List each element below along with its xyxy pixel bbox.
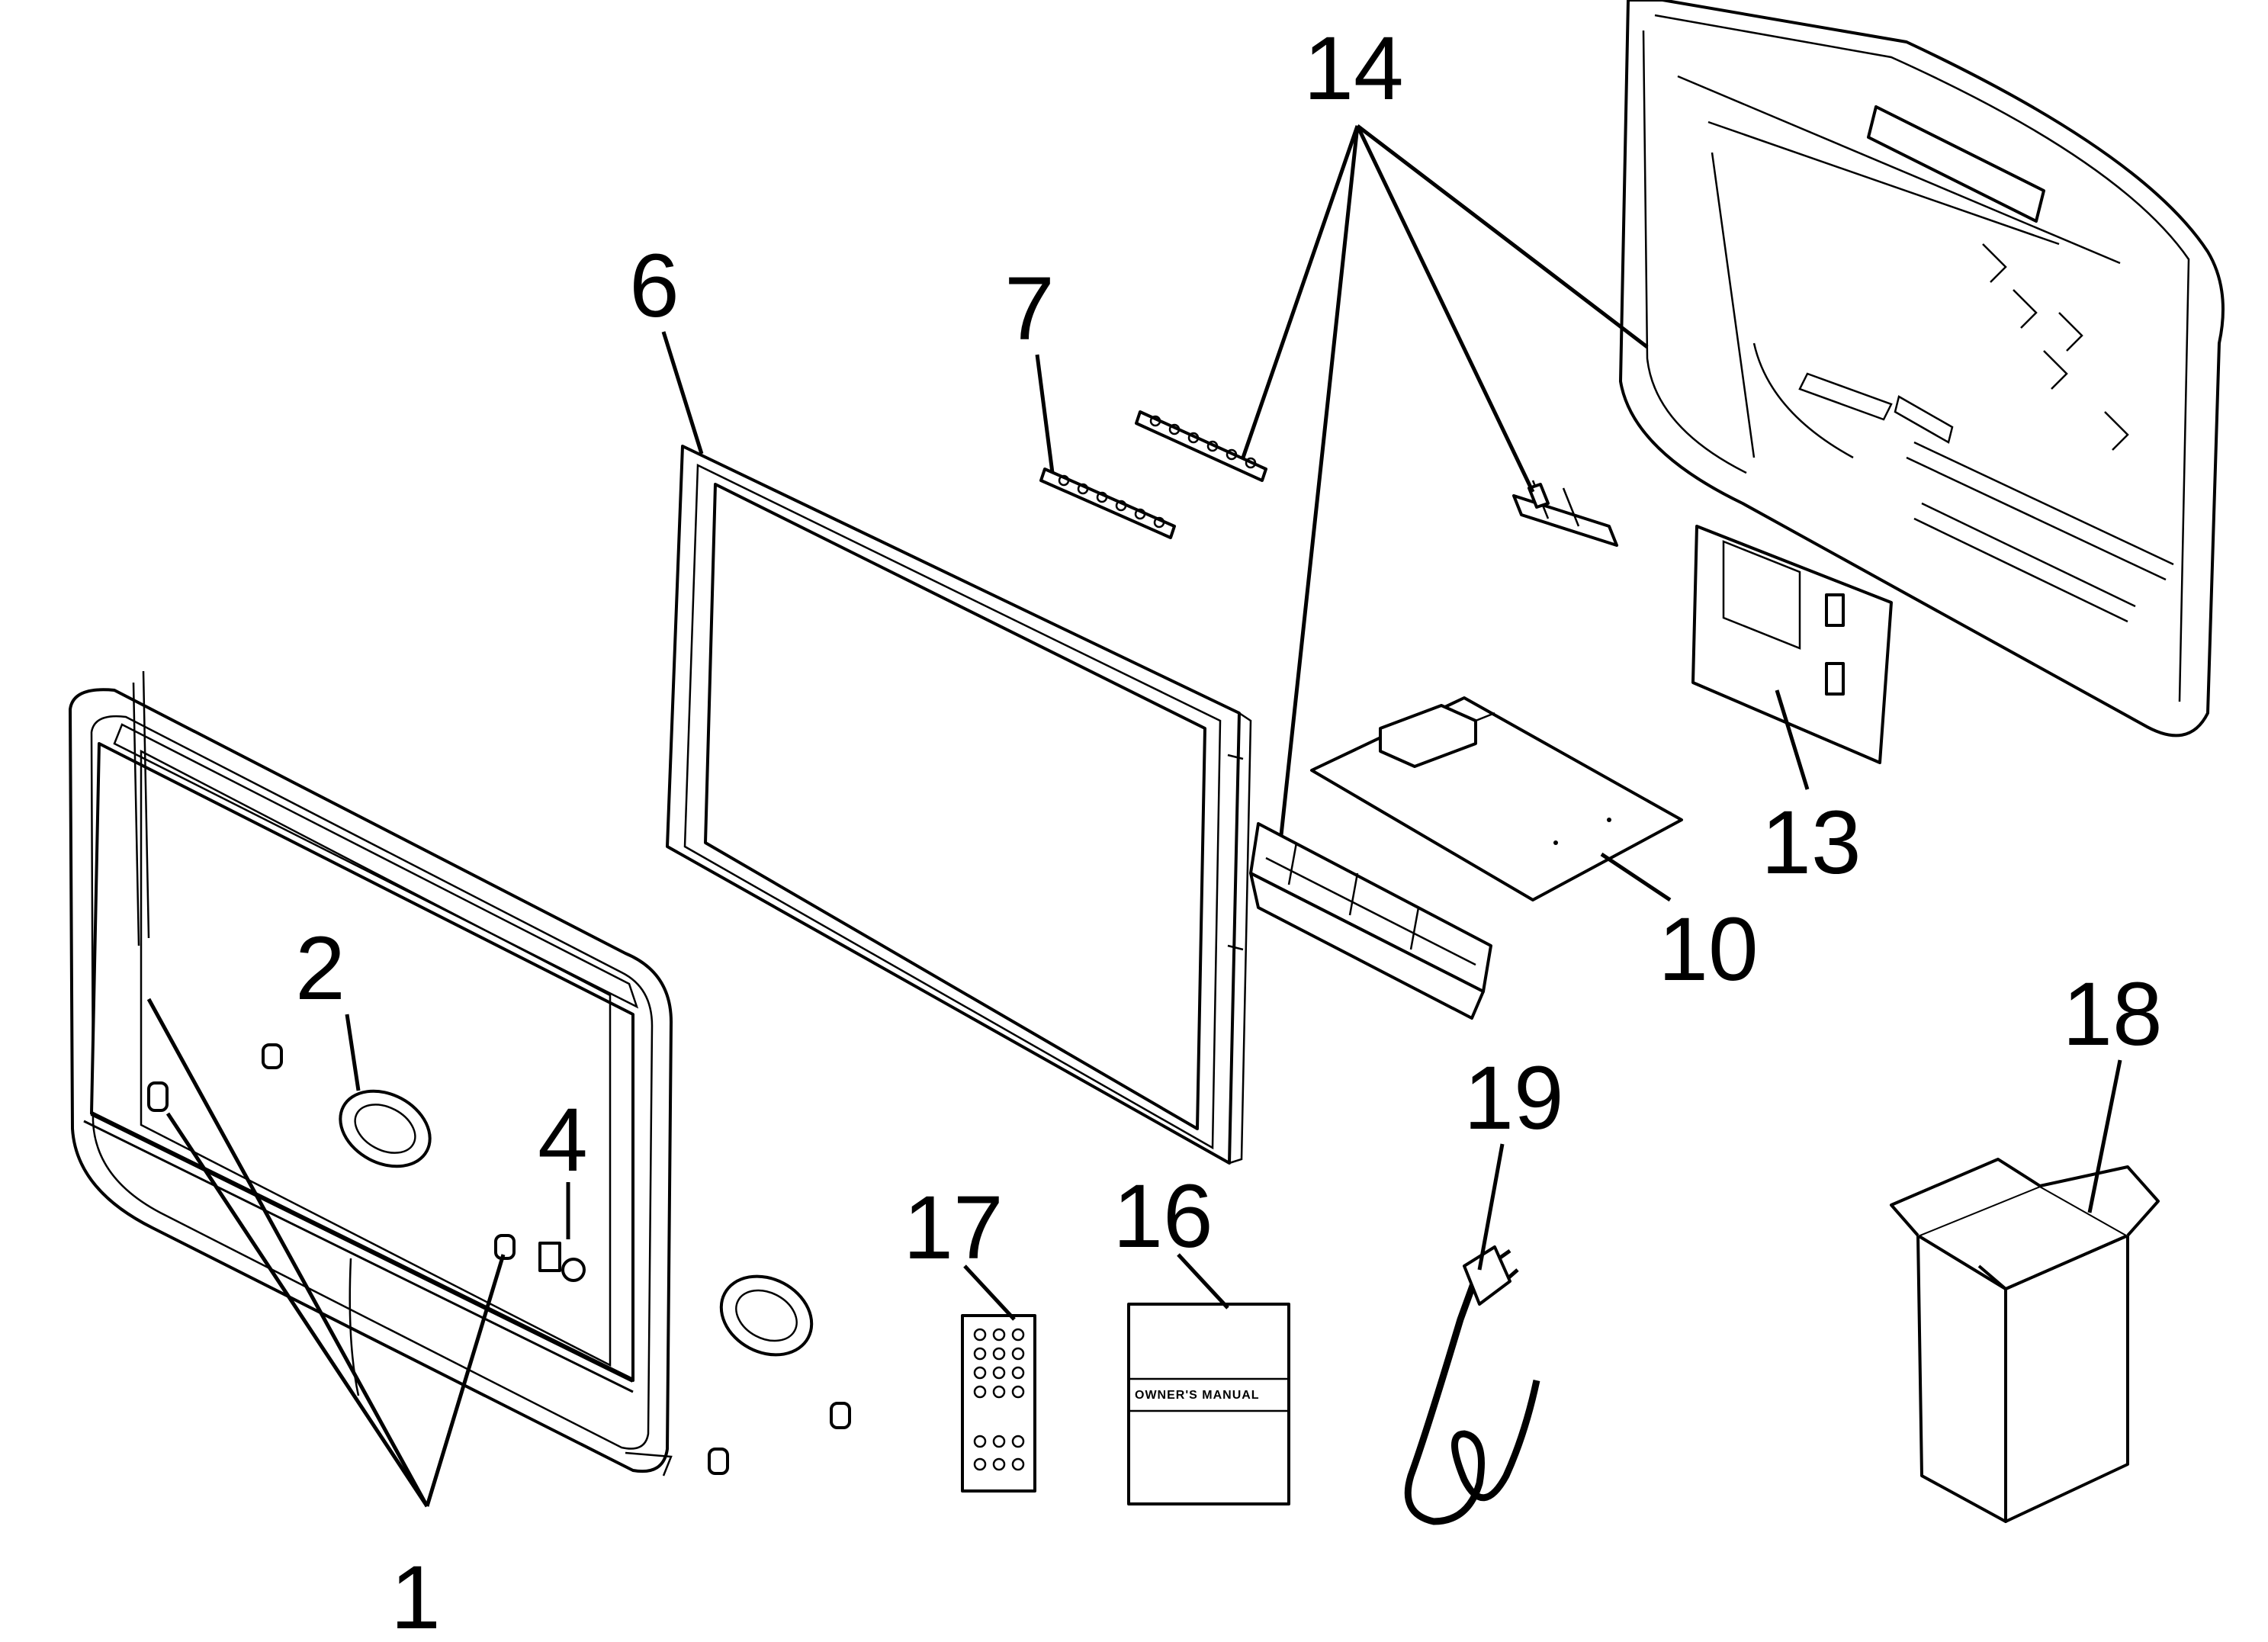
- label-18: 18: [2062, 964, 2162, 1065]
- speaker-2: [339, 1089, 432, 1168]
- label-10: 10: [1658, 899, 1758, 1000]
- bracket-part: [1512, 480, 1618, 547]
- main-board-10: [1310, 696, 1683, 901]
- label-2: 2: [295, 918, 345, 1019]
- label-17: 17: [903, 1178, 1003, 1278]
- front-bezel: [69, 670, 673, 1477]
- power-cord-19: [1404, 1245, 1540, 1525]
- label-7: 7: [1004, 259, 1055, 359]
- leader-lines: [146, 124, 2122, 1508]
- panel-frame: [1249, 822, 1492, 1020]
- label-13: 13: [1761, 792, 1861, 893]
- label-19: 19: [1463, 1048, 1563, 1149]
- label-6: 6: [629, 236, 679, 336]
- led-bar-14: [1135, 410, 1267, 482]
- lcd-panel: [666, 445, 1252, 1165]
- label-16: 16: [1113, 1166, 1213, 1267]
- label-1: 1: [390, 1547, 441, 1642]
- owners-manual-16: OWNER'S MANUAL: [1127, 1303, 1290, 1505]
- back-cover: [1619, 0, 2225, 764]
- speaker-right: [719, 1274, 814, 1357]
- callout-labels: 1 2 4 6 7 10 13 14 16 17 18 19: [295, 18, 2162, 1642]
- manual-cover-text: OWNER'S MANUAL: [1135, 1389, 1260, 1402]
- led-bar-7: [1039, 468, 1176, 539]
- carton-box-18: [1890, 1158, 2160, 1523]
- control-board-4: [538, 1242, 586, 1282]
- remote-control-17: [961, 1314, 1036, 1493]
- label-4: 4: [538, 1090, 588, 1191]
- screw-posts: [147, 1043, 851, 1475]
- label-14: 14: [1303, 18, 1403, 119]
